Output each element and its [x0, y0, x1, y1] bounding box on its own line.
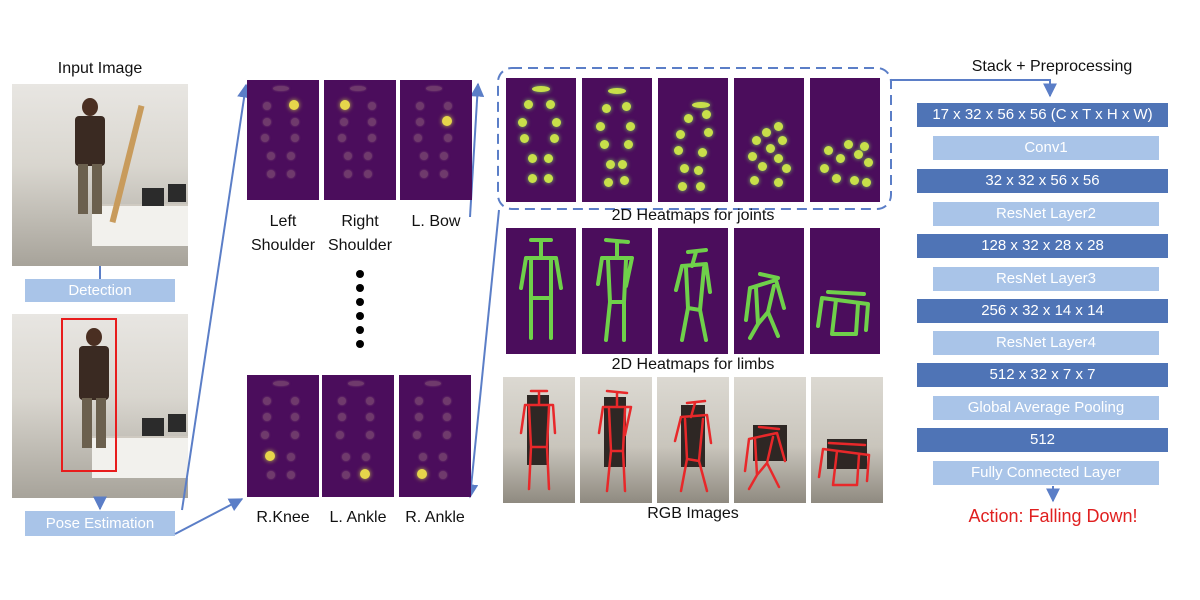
input-image-title: Input Image: [57, 60, 143, 77]
joints-frame-3: [658, 78, 728, 202]
joints-frame-1: [506, 78, 576, 202]
detection-bounding-box: [61, 318, 117, 472]
heatmap-right-ankle: [399, 375, 471, 497]
label-line: Shoulder: [250, 237, 316, 254]
rgb-caption: RGB Images: [647, 505, 739, 522]
heatmap-left-elbow: [400, 80, 472, 200]
joints-frame-2: [582, 78, 652, 202]
label-right-knee: R.Knee: [256, 509, 310, 526]
joints-caption: 2D Heatmaps for joints: [611, 207, 775, 224]
layer-shape-256: 256 x 32 x 14 x 14: [917, 299, 1168, 323]
label-left-ankle: L. Ankle: [329, 509, 387, 526]
joints-frame-4: [734, 78, 804, 202]
detection-box: Detection: [25, 279, 175, 302]
layer-feature-512: 512: [917, 428, 1168, 452]
rgb-row: [503, 377, 883, 503]
label-left-elbow: L. Bow: [400, 210, 472, 234]
layer-fully-connected: Fully Connected Layer: [933, 461, 1159, 485]
heatmap-right-knee: [247, 375, 319, 497]
label-line: Right: [341, 213, 379, 230]
layer-resnet3: ResNet Layer3: [933, 267, 1159, 291]
layer-resnet4: ResNet Layer4: [933, 331, 1159, 355]
layer-conv1: Conv1: [933, 136, 1159, 160]
label-right-ankle: R. Ankle: [405, 509, 465, 526]
action-output: Action: Falling Down!: [968, 506, 1138, 526]
label-line: L. Bow: [411, 213, 461, 230]
layer-global-avg-pool: Global Average Pooling: [933, 396, 1159, 420]
input-photo: [12, 84, 188, 266]
layer-shape-512: 512 x 32 x 7 x 7: [917, 363, 1168, 387]
label-line: Shoulder: [327, 237, 393, 254]
joints-frame-5: [810, 78, 880, 202]
limbs-row: [506, 228, 880, 354]
heatmap-left-ankle: [322, 375, 394, 497]
limbs-caption: 2D Heatmaps for limbs: [611, 356, 775, 373]
label-right-shoulder: Right Shoulder: [324, 210, 396, 258]
network-title: Stack + Preprocessing: [971, 58, 1133, 75]
layer-input-shape: 17 x 32 x 56 x 56 (C x T x H x W): [917, 103, 1168, 127]
label-line: Left: [269, 213, 297, 230]
detected-photo: [12, 314, 188, 498]
label-left-shoulder: Left Shoulder: [247, 210, 319, 258]
pose-estimation-box: Pose Estimation: [25, 511, 175, 536]
heatmap-right-shoulder: [324, 80, 396, 200]
layer-shape-32: 32 x 32 x 56 x 56: [917, 169, 1168, 193]
layer-resnet2: ResNet Layer2: [933, 202, 1159, 226]
heatmap-left-shoulder: [247, 80, 319, 200]
ellipsis-dots: [356, 270, 366, 350]
layer-shape-128: 128 x 32 x 28 x 28: [917, 234, 1168, 258]
